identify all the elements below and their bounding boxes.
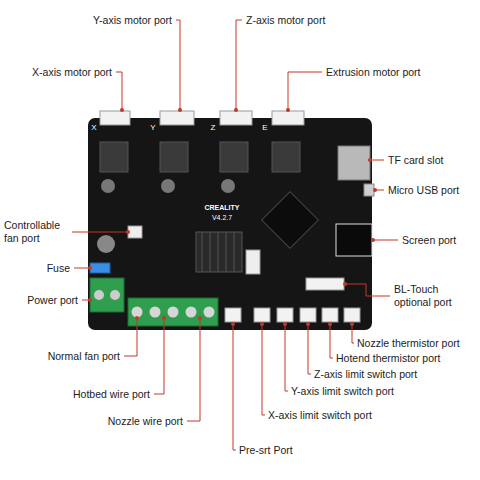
leader-lines — [72, 20, 398, 450]
callout-label: Micro USB port — [388, 184, 459, 197]
power-terminal — [90, 278, 124, 312]
tf-slot — [338, 146, 370, 180]
callout-label: TF card slot — [388, 154, 443, 167]
heatsink — [196, 232, 242, 272]
callout-label: X-axis limit switch port — [268, 409, 372, 422]
usb-port — [364, 184, 374, 196]
callout-label: Screen port — [402, 234, 456, 247]
callout-label: Hotend thermistor port — [336, 352, 440, 365]
board-marking: Z — [211, 123, 216, 133]
leader-dots — [88, 108, 377, 326]
terminal-block — [128, 298, 218, 326]
screen-header — [336, 224, 372, 256]
callout-label: Y-axis limit switch port — [291, 385, 394, 398]
connector — [220, 111, 252, 125]
board-marking: E — [262, 123, 267, 133]
pcb — [88, 118, 372, 330]
callout-label: Controllable fan port — [4, 219, 74, 244]
callout-label: Nozzle thermistor port — [357, 337, 460, 350]
callout-label: Y-axis motor port — [93, 14, 172, 27]
callout-label: Extrusion motor port — [326, 66, 421, 79]
connector — [160, 111, 194, 125]
callout-label: Pre-srt Port — [239, 444, 293, 457]
board-marking: Y — [150, 123, 155, 133]
bottom-connectors — [225, 308, 360, 322]
callout-label: Hotbed wire port — [73, 388, 150, 401]
callout-label: Z-axis limit switch port — [314, 368, 417, 381]
callout-label: BL-Touch optional port — [394, 283, 476, 308]
connector — [272, 111, 304, 125]
board-marking: X — [91, 123, 96, 133]
callout-label: Normal fan port — [48, 350, 120, 363]
callout-label: X-axis motor port — [32, 66, 112, 79]
connector — [246, 250, 260, 274]
connector — [100, 111, 130, 125]
board-marking: V4.2.7 — [212, 214, 232, 222]
mcu-chip — [262, 192, 319, 249]
driver-heatsinks — [100, 142, 300, 172]
board-marking: CREALITY — [205, 204, 240, 212]
callout-label: Power port — [27, 294, 78, 307]
fuse — [90, 263, 110, 273]
callout-label: Nozzle wire port — [108, 415, 183, 428]
connector — [306, 278, 344, 290]
connector — [128, 226, 142, 238]
callout-label: Z-axis motor port — [246, 14, 325, 27]
callout-label: Fuse — [47, 262, 70, 275]
